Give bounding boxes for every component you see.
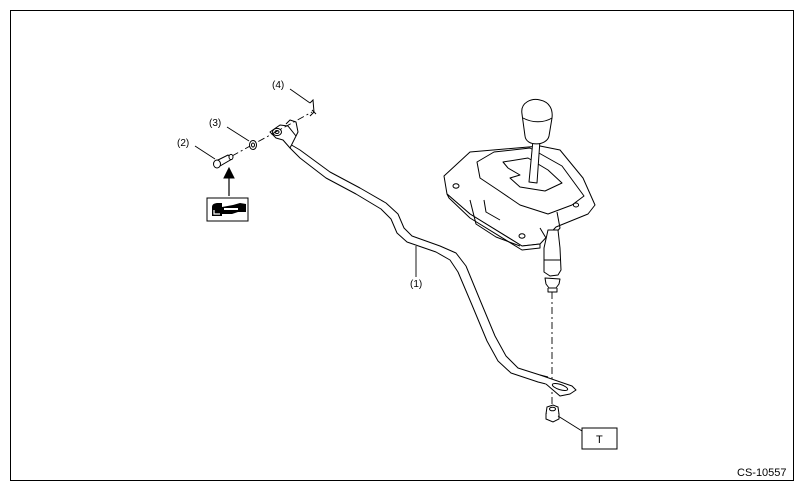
- callout-label-1: (1): [410, 246, 422, 290]
- svg-text:(1): (1): [410, 279, 422, 290]
- figure-reference-code: CS-10557: [737, 467, 787, 479]
- flange-nut: [545, 404, 560, 423]
- svg-text:(3): (3): [209, 118, 221, 129]
- svg-text:(2): (2): [177, 138, 189, 149]
- callout-label-2: (2): [177, 138, 216, 160]
- grease-arrow: [223, 166, 235, 196]
- figure-frame: [10, 10, 794, 481]
- alignment-line-pin-axis: [231, 111, 313, 157]
- callout-label-3: (3): [209, 118, 250, 142]
- clevis-pin: [213, 153, 234, 169]
- svg-text:T: T: [596, 434, 603, 446]
- washer: [249, 140, 257, 150]
- callout-label-4: (4): [272, 80, 311, 104]
- shift-rod: [269, 119, 577, 397]
- svg-text:(4): (4): [272, 80, 284, 91]
- grease-application-icon: [206, 197, 249, 222]
- snap-pin: [309, 98, 317, 117]
- gear-shift-lever-assembly: [443, 99, 596, 293]
- torque-spec-box: T: [557, 415, 618, 450]
